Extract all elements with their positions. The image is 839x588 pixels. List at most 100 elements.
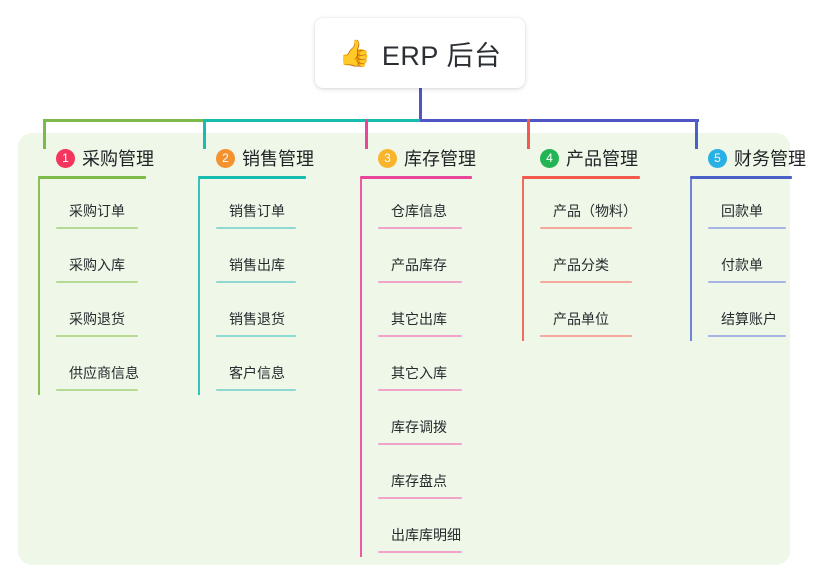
drop-connector-3 [365, 119, 368, 149]
branch-item-rule [56, 227, 138, 229]
branch-item[interactable]: 采购退货 [56, 287, 154, 341]
branch-number-badge: 1 [56, 148, 75, 168]
branch-column-3: 3 库存管理仓库信息产品库存其它出库其它入库库存调拨库存盘点出库库明细 [360, 145, 476, 557]
branch-item-rule [378, 227, 462, 229]
branch-item[interactable]: 产品分类 [540, 233, 640, 287]
branch-header-5[interactable]: 5 财务管理 [690, 145, 806, 171]
branch-item-rule [708, 227, 786, 229]
branch-item-label: 采购退货 [69, 311, 125, 327]
branch-item-rule [540, 227, 632, 229]
branch-item[interactable]: 出库库明细 [378, 503, 476, 557]
branch-item-label: 回款单 [721, 203, 763, 219]
branch-item-rule [56, 335, 138, 337]
branch-header-rule [198, 176, 306, 179]
branch-items: 仓库信息产品库存其它出库其它入库库存调拨库存盘点出库库明细 [360, 179, 476, 557]
branch-item-rule [378, 551, 462, 553]
branch-item-label: 结算账户 [721, 311, 777, 327]
branch-item-rule [378, 443, 462, 445]
branch-item-label: 产品（物料） [553, 203, 637, 219]
branch-number-badge: 5 [708, 148, 727, 168]
branch-spine [360, 179, 362, 557]
branch-item-label: 供应商信息 [69, 365, 139, 381]
branch-item[interactable]: 产品库存 [378, 233, 476, 287]
branch-item-rule [708, 335, 786, 337]
branch-column-5: 5 财务管理回款单付款单结算账户 [690, 145, 806, 341]
branch-spine [522, 179, 524, 341]
branch-spine [198, 179, 200, 395]
drop-connector-4 [527, 119, 530, 149]
branch-item-rule [378, 497, 462, 499]
branch-item[interactable]: 结算账户 [708, 287, 806, 341]
branch-header-2[interactable]: 2 销售管理 [198, 145, 314, 171]
branch-item-rule [540, 335, 632, 337]
branch-number-badge: 2 [216, 148, 235, 168]
branch-item-label: 销售退货 [229, 311, 285, 327]
branch-item[interactable]: 采购入库 [56, 233, 154, 287]
branch-item[interactable]: 销售退货 [216, 287, 314, 341]
branch-item-label: 销售订单 [229, 203, 285, 219]
branch-item-rule [216, 281, 296, 283]
branch-item[interactable]: 产品（物料） [540, 179, 640, 233]
branch-item-rule [378, 335, 462, 337]
branch-item[interactable]: 付款单 [708, 233, 806, 287]
drop-connector-1 [43, 119, 46, 149]
branch-item[interactable]: 库存调拨 [378, 395, 476, 449]
root-node-content: 👍 ERP 后台 [339, 34, 502, 73]
branch-items: 回款单付款单结算账户 [690, 179, 806, 341]
branch-item-rule [540, 281, 632, 283]
branches-panel [18, 133, 790, 565]
branch-item-rule [378, 281, 462, 283]
branch-number-badge: 4 [540, 148, 559, 168]
branch-item[interactable]: 采购订单 [56, 179, 154, 233]
root-stem-connector [419, 88, 422, 122]
branch-item-label: 产品分类 [553, 257, 609, 273]
branch-number-badge: 3 [378, 148, 397, 168]
branch-header-rule [522, 176, 640, 179]
branch-title: 财务管理 [734, 149, 806, 169]
branch-item-label: 付款单 [721, 257, 763, 273]
branch-title: 销售管理 [242, 149, 314, 169]
branch-title: 产品管理 [566, 149, 638, 169]
branch-item-label: 其它出库 [391, 311, 447, 327]
branch-item[interactable]: 仓库信息 [378, 179, 476, 233]
branch-item-rule [216, 227, 296, 229]
branch-items: 产品（物料） 产品分类产品单位 [522, 179, 640, 341]
branch-column-2: 2 销售管理销售订单销售出库销售退货客户信息 [198, 145, 314, 395]
branch-item[interactable]: 其它入库 [378, 341, 476, 395]
branch-item-rule [216, 335, 296, 337]
branch-column-4: 4 产品管理产品（物料） 产品分类产品单位 [522, 145, 640, 341]
branch-title: 库存管理 [404, 149, 476, 169]
branch-header-rule [690, 176, 792, 179]
branch-header-rule [360, 176, 472, 179]
branch-item[interactable]: 回款单 [708, 179, 806, 233]
branch-item-rule [708, 281, 786, 283]
branch-items: 销售订单销售出库销售退货客户信息 [198, 179, 314, 395]
branch-item-label: 产品单位 [553, 311, 609, 327]
branch-item-rule [378, 389, 462, 391]
branch-item-label: 采购入库 [69, 257, 125, 273]
branch-item-label: 仓库信息 [391, 203, 447, 219]
root-node-card[interactable]: 👍 ERP 后台 [315, 18, 525, 88]
bus-segment-3 [420, 119, 699, 122]
branch-header-3[interactable]: 3 库存管理 [360, 145, 476, 171]
branch-header-rule [38, 176, 146, 179]
branch-item-label: 出库库明细 [391, 527, 461, 543]
drop-connector-5 [695, 119, 698, 149]
branch-item-label: 采购订单 [69, 203, 125, 219]
drop-connector-2 [203, 119, 206, 149]
branch-item[interactable]: 销售订单 [216, 179, 314, 233]
branch-item[interactable]: 库存盘点 [378, 449, 476, 503]
branch-item-label: 销售出库 [229, 257, 285, 273]
branch-item[interactable]: 客户信息 [216, 341, 314, 395]
branch-item[interactable]: 销售出库 [216, 233, 314, 287]
branch-item-rule [56, 389, 138, 391]
branch-header-4[interactable]: 4 产品管理 [522, 145, 640, 171]
branch-item[interactable]: 其它出库 [378, 287, 476, 341]
bus-segment-2 [204, 119, 420, 122]
branch-item[interactable]: 供应商信息 [56, 341, 154, 395]
branch-item-label: 库存盘点 [391, 473, 447, 489]
branch-item[interactable]: 产品单位 [540, 287, 640, 341]
branch-item-rule [216, 389, 296, 391]
branch-item-label: 客户信息 [229, 365, 285, 381]
